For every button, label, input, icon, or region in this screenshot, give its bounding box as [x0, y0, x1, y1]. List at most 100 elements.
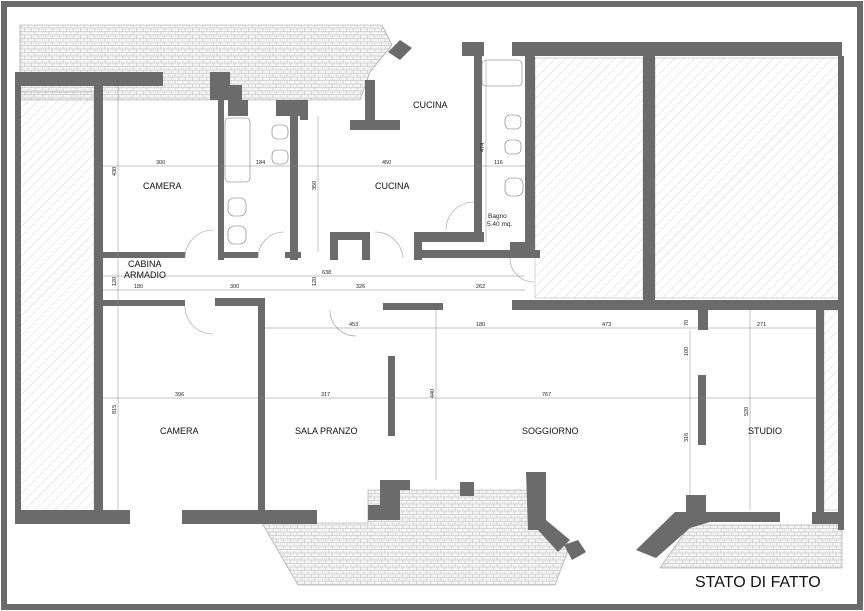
wall — [388, 40, 412, 60]
room-label-cucina-top: CUCINA — [413, 100, 448, 110]
wall — [276, 100, 302, 116]
wall — [564, 540, 586, 560]
top-terrace — [19, 24, 393, 101]
dimension-label: 440 — [430, 389, 436, 398]
wall — [460, 482, 474, 496]
room-label-cabina: CABINA — [128, 259, 162, 269]
dimension-label: 326 — [356, 284, 365, 290]
dimension-label: 100 — [684, 347, 690, 356]
dimension-label: 184 — [256, 160, 265, 166]
wall — [290, 110, 298, 260]
room-label-bagno: Bagno — [488, 213, 507, 220]
wall — [228, 100, 248, 116]
dimension-label: 350 — [312, 181, 318, 190]
dimension-label: 450 — [382, 160, 391, 166]
room-label-cucina: CUCINA — [375, 181, 410, 191]
room-label-camera-bottom: CAMERA — [160, 426, 199, 436]
dimension-label: 120 — [312, 277, 318, 286]
left-hatch — [19, 91, 95, 513]
dimension-label: 396 — [175, 392, 184, 398]
bidet — [271, 149, 289, 165]
dimension-lines — [103, 60, 816, 510]
drawing-title: STATO DI FATTO — [695, 574, 821, 591]
wall — [368, 480, 410, 520]
toilet — [504, 114, 522, 130]
dimension-label: 316 — [684, 433, 690, 442]
wall — [285, 252, 301, 258]
bottom-right-terrace — [659, 524, 843, 569]
bathtub — [224, 117, 251, 183]
dimension-label: 271 — [757, 322, 766, 328]
wall — [218, 252, 258, 258]
dimension-label: 815 — [112, 405, 118, 414]
bidet — [504, 139, 522, 155]
dimension-label: 180 — [134, 284, 143, 290]
dimension-label: 453 — [349, 322, 358, 328]
dimension-label: 300 — [156, 160, 165, 166]
dimension-label: 262 — [476, 284, 485, 290]
door-swing — [184, 305, 214, 335]
wall — [218, 100, 224, 260]
dimension-label: 474 — [480, 143, 486, 152]
hatched-areas — [19, 24, 843, 586]
right-hatch-2 — [654, 57, 842, 299]
wall — [383, 303, 443, 310]
room-label-camera-top: CAMERA — [143, 181, 182, 191]
dimension-label: 473 — [602, 322, 611, 328]
wall — [103, 300, 185, 306]
dimension-label: 180 — [476, 322, 485, 328]
wall — [362, 232, 370, 260]
wall — [525, 56, 535, 256]
wall — [816, 310, 824, 520]
wall — [414, 232, 484, 242]
door-swing — [329, 309, 357, 337]
wall — [710, 512, 780, 522]
wall — [643, 56, 655, 302]
wall — [812, 512, 844, 524]
wall — [103, 252, 185, 258]
sink — [504, 177, 524, 197]
door-swings — [184, 201, 535, 337]
wall — [512, 300, 844, 310]
room-label-armadio: ARMADIO — [124, 270, 166, 280]
wall — [414, 232, 422, 260]
wall — [330, 232, 338, 260]
wall — [330, 232, 370, 240]
wall — [698, 375, 706, 445]
right-hatch-1 — [534, 57, 644, 299]
dimension-label: 300 — [230, 284, 239, 290]
wall — [258, 298, 265, 523]
wall — [474, 42, 482, 242]
dimension-label: 70 — [684, 320, 690, 326]
sink — [227, 197, 247, 217]
wall — [838, 56, 844, 530]
wall — [512, 42, 842, 56]
door-swing — [184, 229, 214, 259]
dimension-label: 767 — [542, 392, 551, 398]
door-swing — [509, 257, 535, 283]
bathtub — [481, 59, 523, 87]
wall — [182, 510, 317, 524]
door-swing — [374, 231, 404, 259]
wall — [300, 100, 308, 120]
wall — [215, 298, 265, 306]
dimension-label: 520 — [744, 407, 750, 416]
room-label-studio: STUDIO — [748, 426, 782, 436]
door-swing — [257, 231, 285, 259]
room-label-bagno-area: 5.40 mq. — [487, 221, 512, 228]
wall — [15, 510, 130, 524]
sink — [227, 225, 247, 245]
dimension-label: 430 — [112, 167, 118, 176]
dimension-label: 638 — [322, 270, 331, 276]
dimension-label: 116 — [494, 160, 503, 166]
wall — [94, 86, 103, 512]
wall — [698, 310, 708, 330]
wall — [15, 72, 163, 86]
wall — [420, 250, 540, 258]
toilet — [271, 124, 289, 140]
wall — [15, 72, 21, 520]
bottom-terrace — [261, 489, 571, 586]
wall — [636, 512, 710, 558]
